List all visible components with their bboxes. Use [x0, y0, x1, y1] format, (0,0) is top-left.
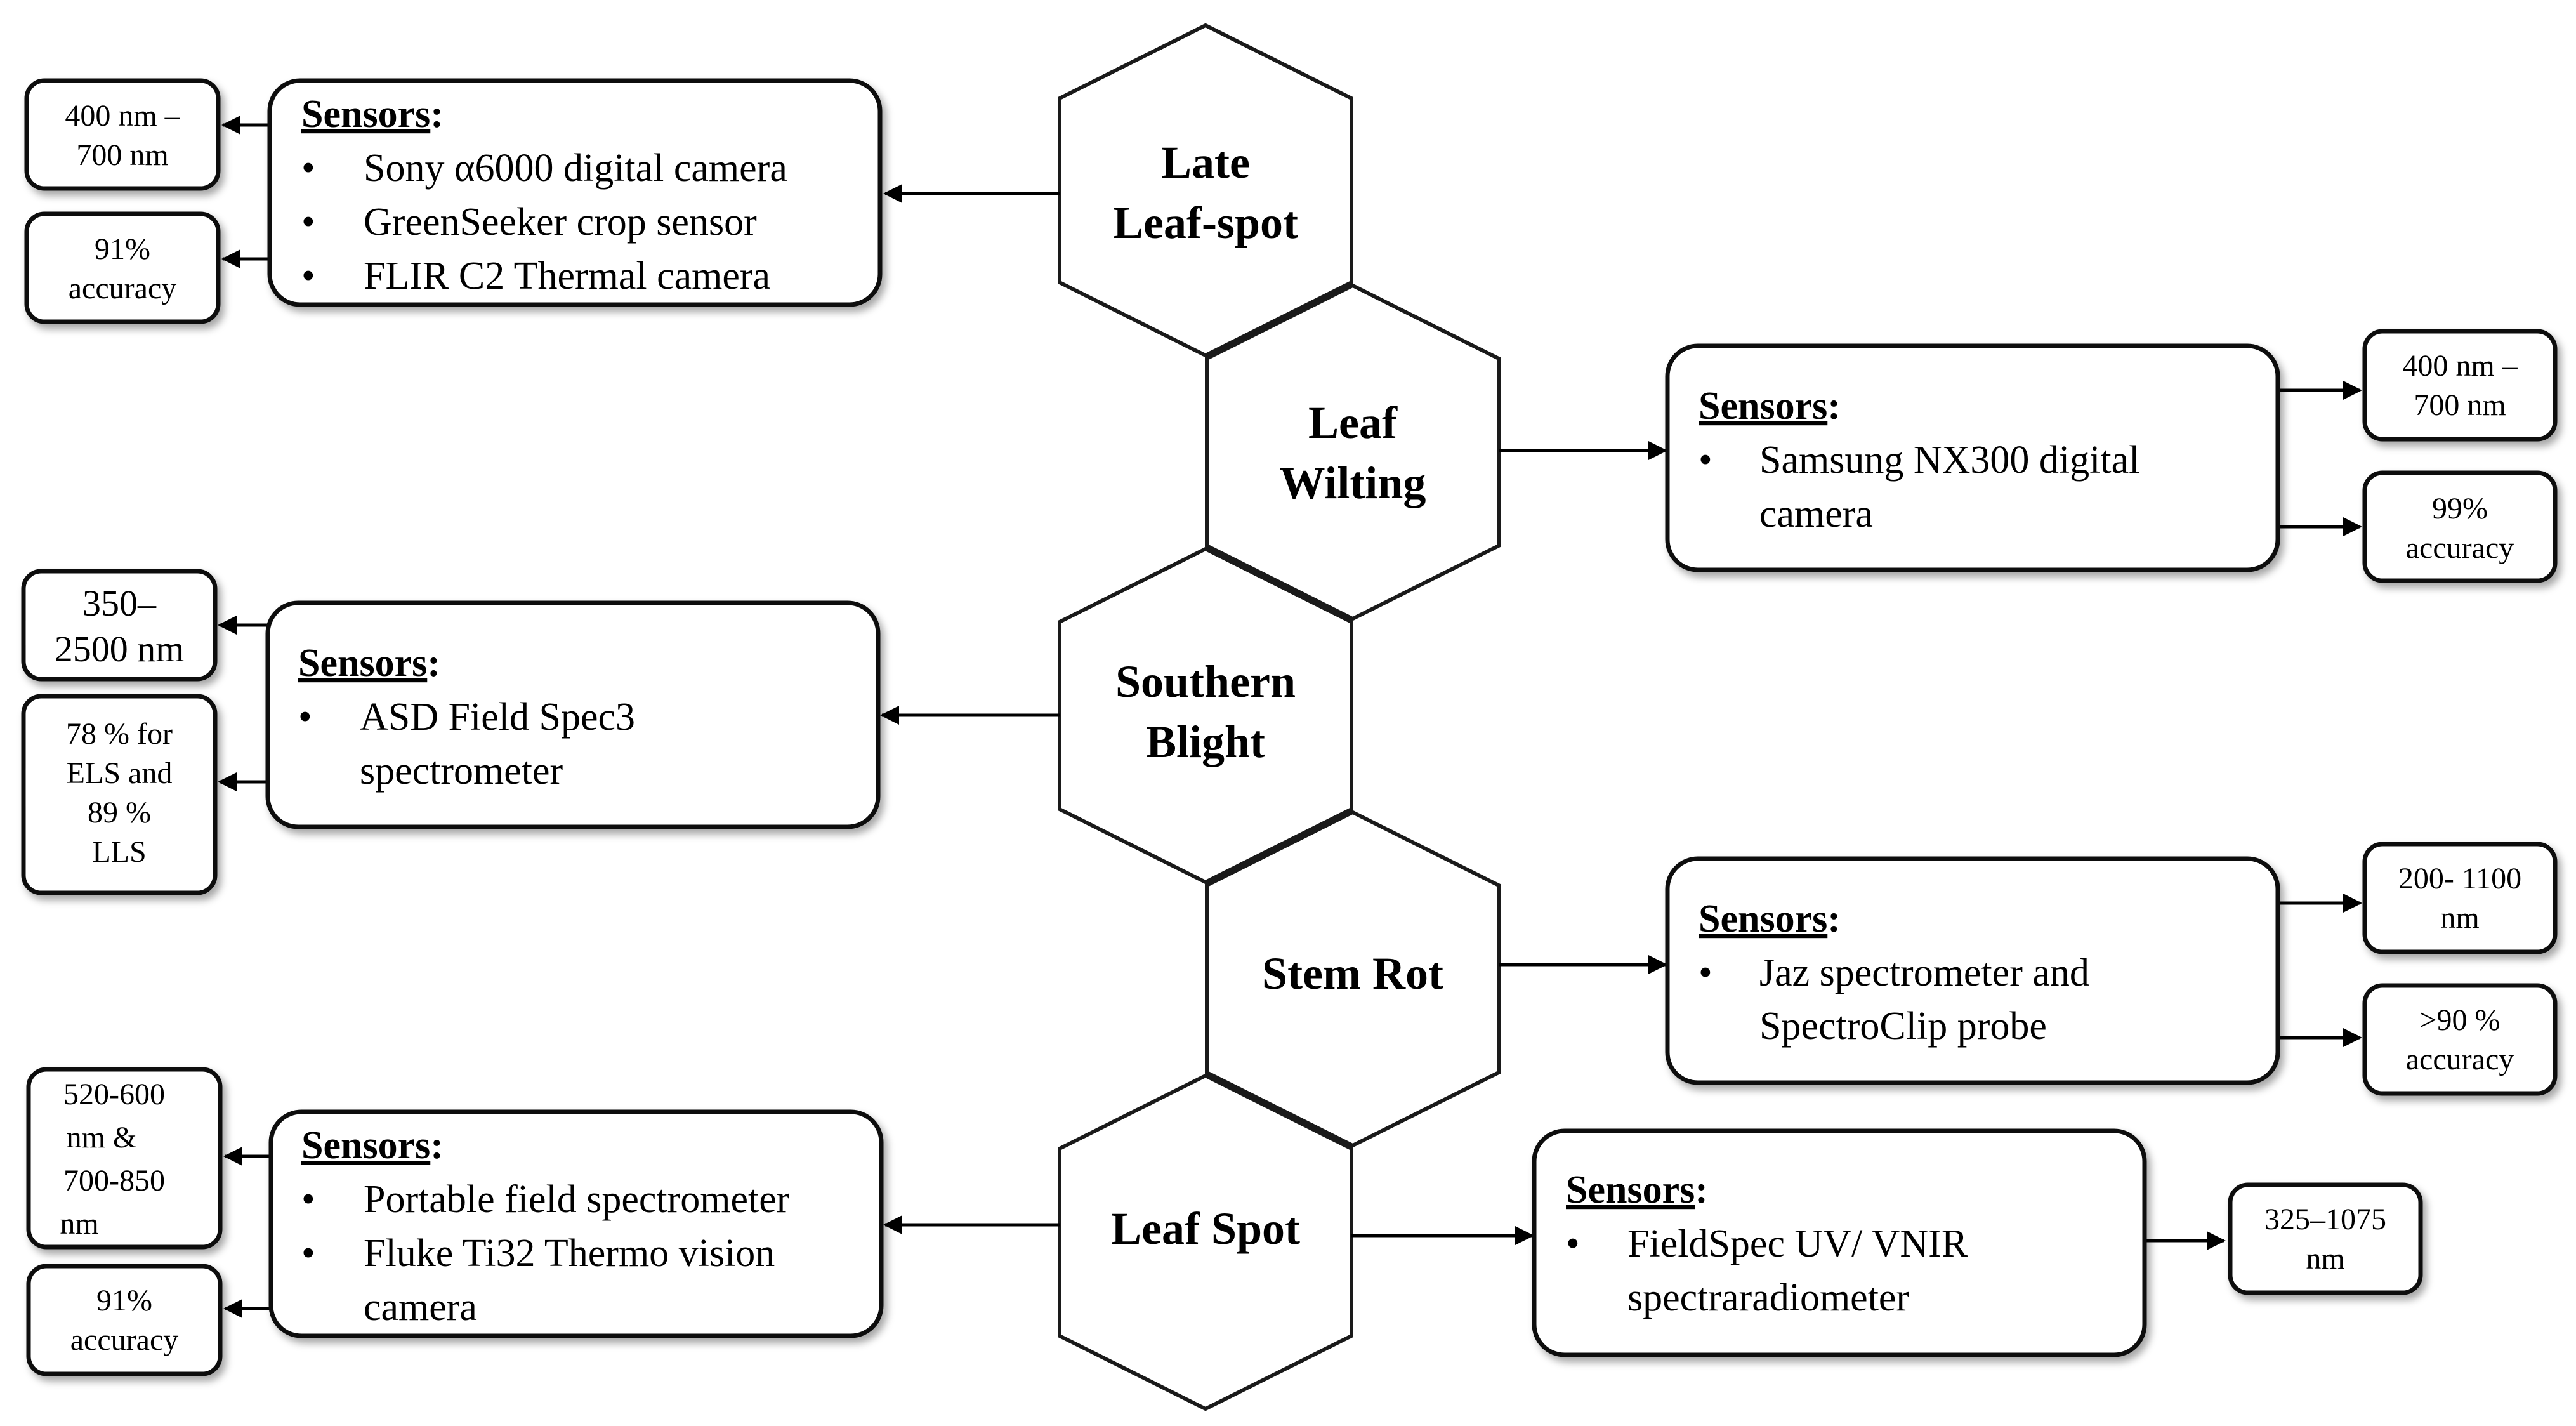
range-text: nm	[2306, 1242, 2344, 1276]
accuracy-text: 78 % for	[66, 717, 173, 751]
range-text: 400 nm –	[65, 99, 180, 133]
hex-label-line: Stem Rot	[1262, 948, 1443, 999]
sensor-item: ASD Field Spec3	[360, 696, 635, 739]
sensors-header: Sensors:	[301, 1124, 444, 1167]
sensor-item: Portable field spectrometer	[364, 1178, 790, 1221]
bullet-dot: •	[298, 696, 312, 739]
sensors-box-leaf-spot-left: Sensors: • Portable field spectrometer •…	[268, 1109, 884, 1338]
sensor-item-continued: spectrometer	[360, 749, 563, 793]
accuracy-box-southern-blight: 78 % for ELS and 89 % LLS	[21, 694, 218, 895]
sensor-item: GreenSeeker crop sensor	[364, 201, 757, 244]
accuracy-text: 99%	[2432, 492, 2488, 525]
sensors-header: Sensors:	[1699, 385, 1841, 428]
accuracy-box-leaf-wilting: 99% accuracy	[2362, 470, 2558, 583]
accuracy-text: accuracy	[2406, 531, 2514, 565]
sensors-box-stem-rot: Sensors: • Jaz spectrometer and SpectroC…	[1665, 856, 2280, 1085]
accuracy-text: >90 %	[2419, 1003, 2500, 1037]
bullet-dot: •	[301, 1232, 315, 1275]
range-box-leaf-wilting: 400 nm – 700 nm	[2362, 329, 2558, 442]
hex-label-line: Leaf-spot	[1113, 197, 1298, 248]
sensor-item: Jaz spectrometer and	[1759, 951, 2089, 994]
sensors-header: Sensors:	[301, 93, 444, 136]
accuracy-box-stem-rot: >90 % accuracy	[2362, 983, 2558, 1096]
accuracy-text: 91%	[96, 1284, 152, 1317]
range-text: 350–	[82, 583, 157, 624]
range-text: 700 nm	[2414, 388, 2506, 422]
bullet-dot: •	[1699, 951, 1712, 994]
sensor-item: Sony α6000 digital camera	[364, 147, 787, 190]
sensors-box-leaf-wilting: Sensors: • Samsung NX300 digital camera	[1665, 343, 2280, 572]
sensors-header: Sensors:	[298, 642, 440, 685]
bullet-dot: •	[301, 254, 315, 298]
accuracy-text: 91%	[95, 232, 150, 266]
hex-late-leaf-spot: Late Leaf-spot	[1058, 23, 1353, 358]
hex-label-line: Leaf	[1308, 397, 1398, 448]
bullet-dot: •	[301, 1178, 315, 1221]
hex-stem-rot: Stem Rot	[1205, 810, 1501, 1148]
range-text: 400 nm –	[2402, 349, 2518, 383]
range-text: 2500 nm	[55, 628, 185, 670]
range-text: nm &	[67, 1121, 137, 1154]
accuracy-text: accuracy	[70, 1323, 179, 1357]
hex-southern-blight: Southern Blight	[1058, 546, 1353, 885]
range-text: 520-600	[63, 1078, 165, 1111]
range-box-leaf-spot-left: 520-600 nm & 700-850 nm	[26, 1067, 223, 1250]
range-text: nm	[60, 1207, 98, 1241]
hex-label-line: Late	[1161, 137, 1250, 188]
sensors-header: Sensors:	[1566, 1168, 1708, 1211]
hex-leaf-spot: Leaf Spot	[1058, 1073, 1353, 1411]
range-text: 700 nm	[76, 138, 168, 172]
bullet-dot: •	[301, 147, 315, 190]
sensor-item: Fluke Ti32 Thermo vision	[364, 1232, 775, 1275]
accuracy-box-leaf-spot-left: 91% accuracy	[26, 1264, 223, 1376]
range-box-late-leaf-spot: 400 nm – 700 nm	[24, 78, 221, 191]
bullet-dot: •	[1566, 1222, 1580, 1265]
range-text: 200- 1100	[2398, 862, 2521, 895]
accuracy-text: LLS	[92, 835, 146, 869]
sensors-header: Sensors:	[1699, 897, 1841, 941]
sensor-item-continued: camera	[1759, 492, 1873, 536]
sensor-item-continued: spectraradiometer	[1627, 1276, 1909, 1319]
sensor-item: FieldSpec UV/ VNIR	[1627, 1222, 1968, 1265]
range-box-stem-rot: 200- 1100 nm	[2362, 842, 2558, 954]
bullet-dot: •	[1699, 439, 1712, 482]
accuracy-text: accuracy	[2406, 1043, 2514, 1076]
accuracy-text: accuracy	[69, 272, 177, 305]
range-text: nm	[2440, 901, 2479, 935]
hex-label-line: Leaf Spot	[1111, 1203, 1300, 1254]
range-text: 700-850	[63, 1164, 165, 1198]
sensor-item: Samsung NX300 digital	[1759, 439, 2139, 482]
sensors-box-southern-blight: Sensors: • ASD Field Spec3 spectrometer	[265, 600, 881, 829]
hex-leaf-wilting: Leaf Wilting	[1205, 283, 1501, 621]
range-box-leaf-spot-right: 325–1075 nm	[2228, 1182, 2423, 1295]
sensor-item-continued: SpectroClip probe	[1759, 1005, 2047, 1048]
accuracy-text: 89 %	[88, 796, 151, 829]
sensors-box-late-leaf-spot: Sensors: • Sony α6000 digital camera • G…	[267, 78, 883, 307]
sensor-item-continued: camera	[364, 1286, 477, 1329]
range-text: 325–1075	[2264, 1203, 2386, 1236]
accuracy-box-late-leaf-spot: 91% accuracy	[24, 211, 221, 324]
sensors-box-leaf-spot-right: Sensors: • FieldSpec UV/ VNIR spectrarad…	[1532, 1128, 2147, 1357]
hex-label-line: Southern	[1115, 656, 1296, 707]
hex-label-line: Blight	[1146, 716, 1265, 767]
bullet-dot: •	[301, 201, 315, 244]
range-box-southern-blight: 350– 2500 nm	[21, 569, 218, 682]
sensor-item: FLIR C2 Thermal camera	[364, 254, 770, 298]
hex-label-line: Wilting	[1280, 458, 1426, 508]
accuracy-text: ELS and	[67, 756, 173, 790]
